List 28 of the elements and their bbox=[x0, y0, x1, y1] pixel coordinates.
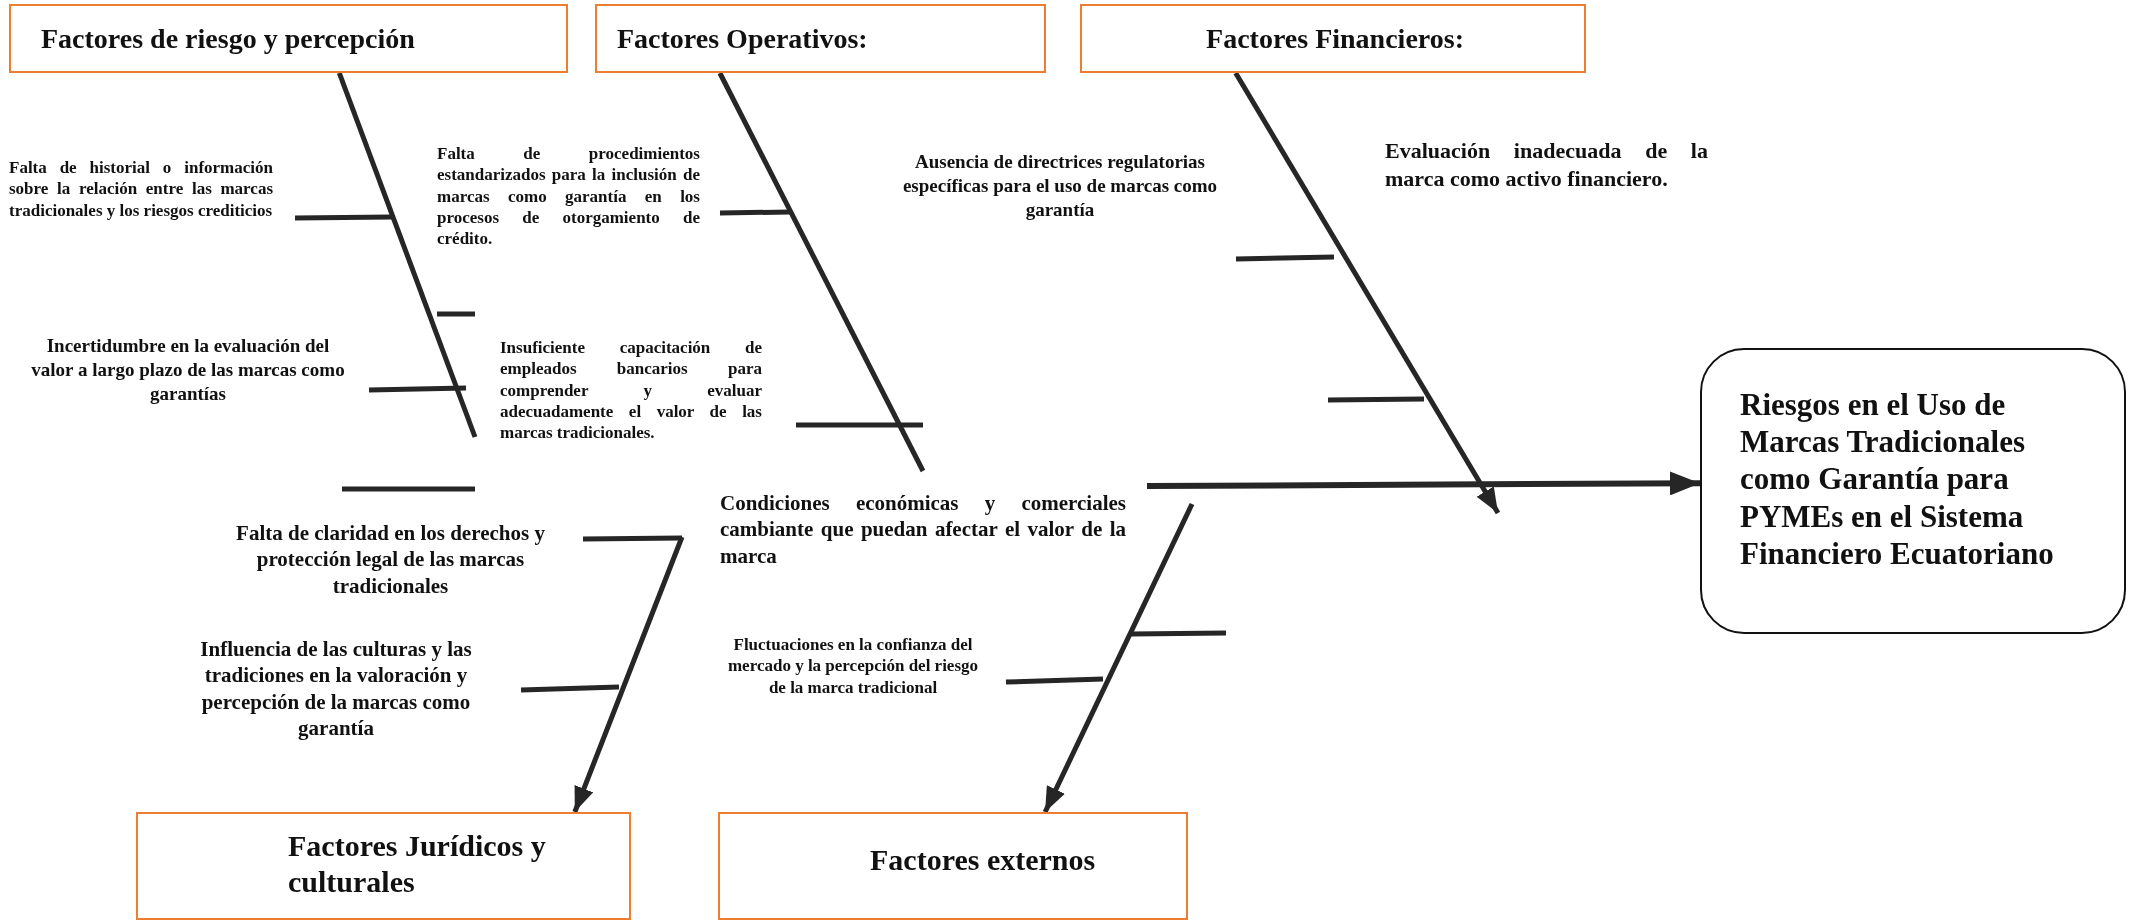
fishbone-arrow bbox=[1233, 71, 1501, 515]
cause-text: Incertidumbre en la evaluación del valor a largo plazo de las marcas como garantías bbox=[30, 334, 346, 406]
category-title: Factores Financieros: bbox=[1205, 22, 1465, 56]
cause-text: Influencia de las culturas y las tradiciones en la valoración y percepción de la marcas como garantía bbox=[199, 636, 473, 741]
fishbone-arrow bbox=[1147, 471, 1700, 496]
fishbone-arrow bbox=[1042, 502, 1195, 814]
cause-text: Insuficiente capacitación de empleados bancarios para comprender y evaluar adecuadamente el valor de las marcas tradicionales. bbox=[500, 337, 762, 444]
fishbone-arrow bbox=[572, 536, 685, 813]
category-title: Factores de riesgo y percepción bbox=[41, 22, 416, 56]
cause-text: Falta de historial o información sobre la relación entre las marcas tradicionales y los riesgos crediticios bbox=[9, 157, 273, 221]
category-box bbox=[718, 812, 1188, 920]
effect-box bbox=[1700, 348, 2126, 634]
cause-text: Fluctuaciones en la confianza del mercado y la percepción del riesgo de la marca tradicional bbox=[726, 634, 980, 698]
cause-text: Condiciones económicas y comerciales cambiante que puedan afectar el valor de la marca bbox=[720, 490, 1126, 569]
cause-text: Falta de claridad en los derechos y protección legal de las marcas tradicionales bbox=[235, 520, 546, 599]
effect-title: Riesgos en el Uso de Marcas Tradicionales como Garantía para PYMEs en el Sistema Financiero Ecuatoriano bbox=[1740, 386, 2055, 572]
category-title: Factores Operativos: bbox=[617, 22, 869, 56]
cause-text: Ausencia de directrices regulatorias específicas para el uso de marcas como garantía bbox=[901, 150, 1219, 222]
fishbone-line bbox=[717, 71, 926, 473]
category-box bbox=[136, 812, 631, 920]
category-title: Factores Jurídicos y culturales bbox=[288, 828, 547, 900]
fishbone-line bbox=[336, 72, 478, 438]
category-box bbox=[9, 4, 568, 73]
category-box bbox=[595, 4, 1046, 73]
cause-text: Evaluación inadecuada de la marca como activo financiero. bbox=[1385, 137, 1708, 192]
category-box bbox=[1080, 4, 1586, 73]
cause-text: Falta de procedimientos estandarizados para la inclusión de marcas como garantía en los procesos de otorgamiento de crédito. bbox=[437, 143, 700, 250]
category-title: Factores externos bbox=[870, 842, 1097, 878]
